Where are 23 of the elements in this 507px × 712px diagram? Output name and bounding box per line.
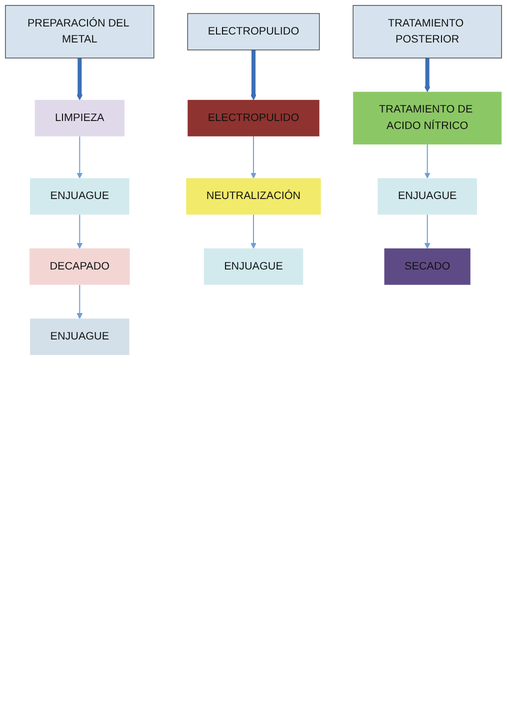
node-box: LIMPIEZA (34, 100, 124, 136)
arrow (424, 58, 430, 92)
node-box: ELECTROPULIDO (188, 100, 320, 136)
node-box: DECAPADO (30, 248, 130, 285)
arrow (424, 144, 430, 178)
arrow (250, 50, 256, 100)
node-box: ENJUAGUE (378, 178, 477, 215)
arrow (250, 136, 256, 178)
arrow (76, 58, 83, 100)
node-box: ENJUAGUE (30, 318, 130, 356)
node-box: TRATAMIENTO DE ACIDO NÍTRICO (353, 92, 502, 144)
node-box: ENJUAGUE (30, 178, 130, 215)
arrow (76, 136, 83, 178)
arrow (424, 214, 430, 249)
node-box: SECADO (384, 248, 470, 285)
node-box: NEUTRALIZACIÓN (186, 178, 321, 215)
arrow (250, 214, 256, 249)
node-box: TRATAMIENTO POSTERIOR (352, 5, 502, 58)
node-box: PREPARACIÓN DEL METAL (5, 5, 154, 58)
arrow (76, 284, 83, 319)
node-box: ENJUAGUE (204, 248, 304, 285)
node-box: ELECTROPULIDO (187, 13, 320, 50)
arrow (76, 214, 83, 249)
